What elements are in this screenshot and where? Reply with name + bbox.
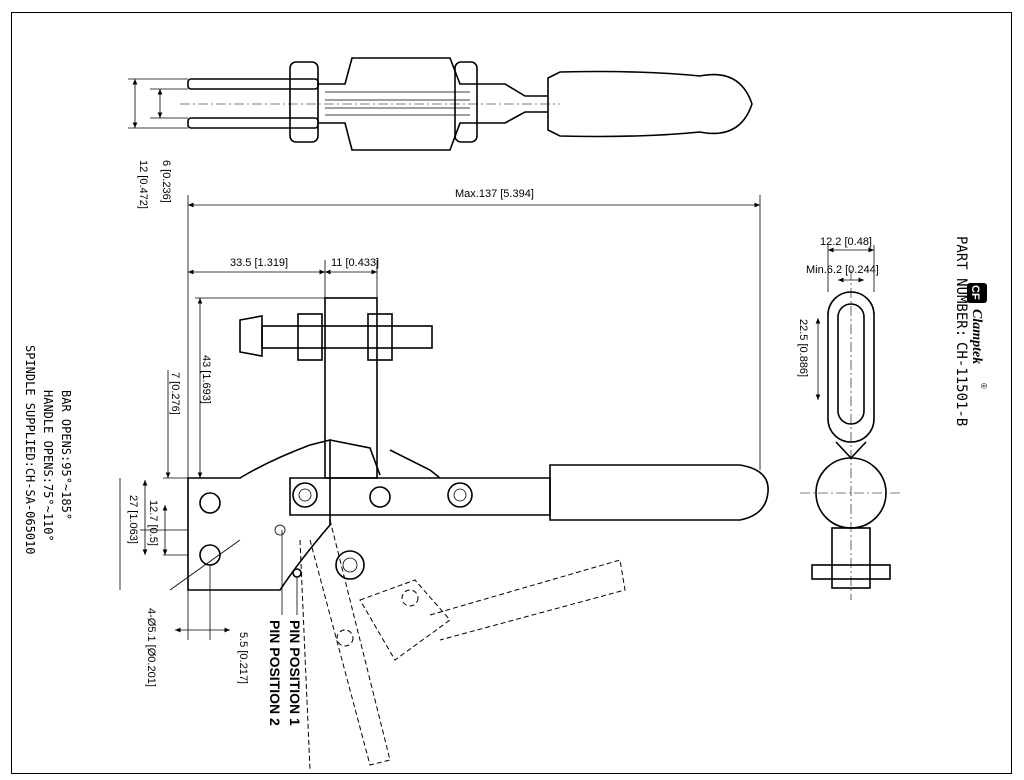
part-number-value: CH-11501-B xyxy=(953,342,969,426)
dim-11: 11 [0.433] xyxy=(331,257,379,269)
dim-7: 7 [0.276] xyxy=(169,372,181,415)
note-handle-opens: HANDLE OPENS:75°~110° xyxy=(41,390,55,542)
dim-12: 12 [0.472] xyxy=(137,160,149,209)
part-number-label: PART NUMBER: xyxy=(953,236,969,337)
brand-logo-text: CF xyxy=(969,285,981,300)
dim-max-length: Max.137 [5.394] xyxy=(455,188,534,200)
dim-43: 43 [1.693] xyxy=(200,355,212,404)
dim-22-5: 22.5 [0.886] xyxy=(797,319,809,377)
dim-33-5: 33.5 [1.319] xyxy=(230,257,288,269)
registered-mark: ® xyxy=(979,383,988,389)
dim-12-7: 12.7 [0.5] xyxy=(147,500,159,546)
dim-min-6-2: Min.6.2 [0.244] xyxy=(806,264,879,276)
dim-5-5: 5.5 [0.217] xyxy=(237,632,249,684)
pin-position-1-label: PIN POSITION 1 xyxy=(287,620,303,726)
end-view xyxy=(800,245,900,600)
drawing-frame xyxy=(11,12,1012,774)
dim-27: 27 [1.063] xyxy=(127,495,139,544)
note-bar-opens: BAR OPENS:95°~185° xyxy=(59,390,73,520)
dim-hole: 4-Ø5.1 [Ø0.201] xyxy=(145,608,157,687)
brand-logo-icon xyxy=(967,283,987,303)
dim-6: 6 [0.236] xyxy=(160,160,172,203)
dim-12-2: 12.2 [0.48] xyxy=(820,236,872,248)
note-spindle-supplied: SPINDLE SUPPLIED:CH-SA-065010 xyxy=(23,345,37,555)
brand-block: CF Clamptek ® xyxy=(967,283,988,389)
pin-position-2-label: PIN POSITION 2 xyxy=(267,620,283,726)
side-view xyxy=(119,195,769,771)
brand-name: Clamptek xyxy=(969,309,984,364)
top-view xyxy=(128,57,753,151)
